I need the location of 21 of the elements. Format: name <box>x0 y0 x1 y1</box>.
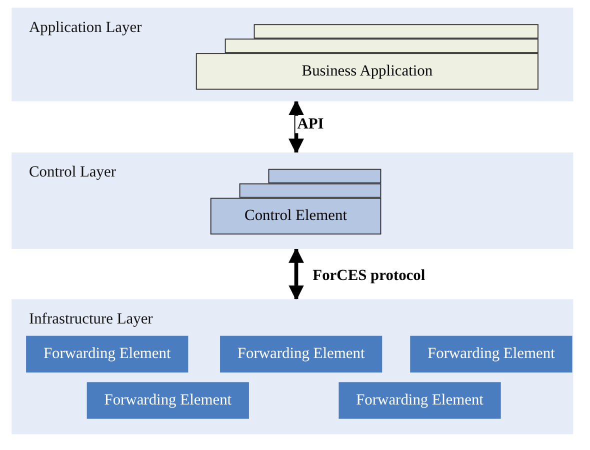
layer-title: Control Layer <box>28 164 116 182</box>
element-box: Forwarding Element <box>338 382 501 419</box>
layer-band <box>12 299 574 434</box>
edge-label: ForCES protocol <box>310 267 428 285</box>
double-arrow <box>288 247 304 301</box>
element-box: Forwarding Element <box>26 336 188 372</box>
element-box: Forwarding Element <box>86 382 249 419</box>
layer-band <box>12 8 574 102</box>
layer-title: Application Layer <box>28 19 142 37</box>
stacked-card <box>239 183 382 198</box>
stacked-card <box>224 38 538 54</box>
element-box: Business Application <box>196 53 538 90</box>
element-box: Forwarding Element <box>410 336 572 372</box>
double-arrow <box>288 100 304 154</box>
edge-label: API <box>295 116 326 134</box>
stacked-card <box>254 24 538 39</box>
element-box: Forwarding Element <box>220 336 382 372</box>
element-box: Control Element <box>210 198 382 234</box>
stacked-card <box>268 168 382 184</box>
layer-band <box>12 152 574 249</box>
layer-title: Infrastructure Layer <box>28 310 153 328</box>
